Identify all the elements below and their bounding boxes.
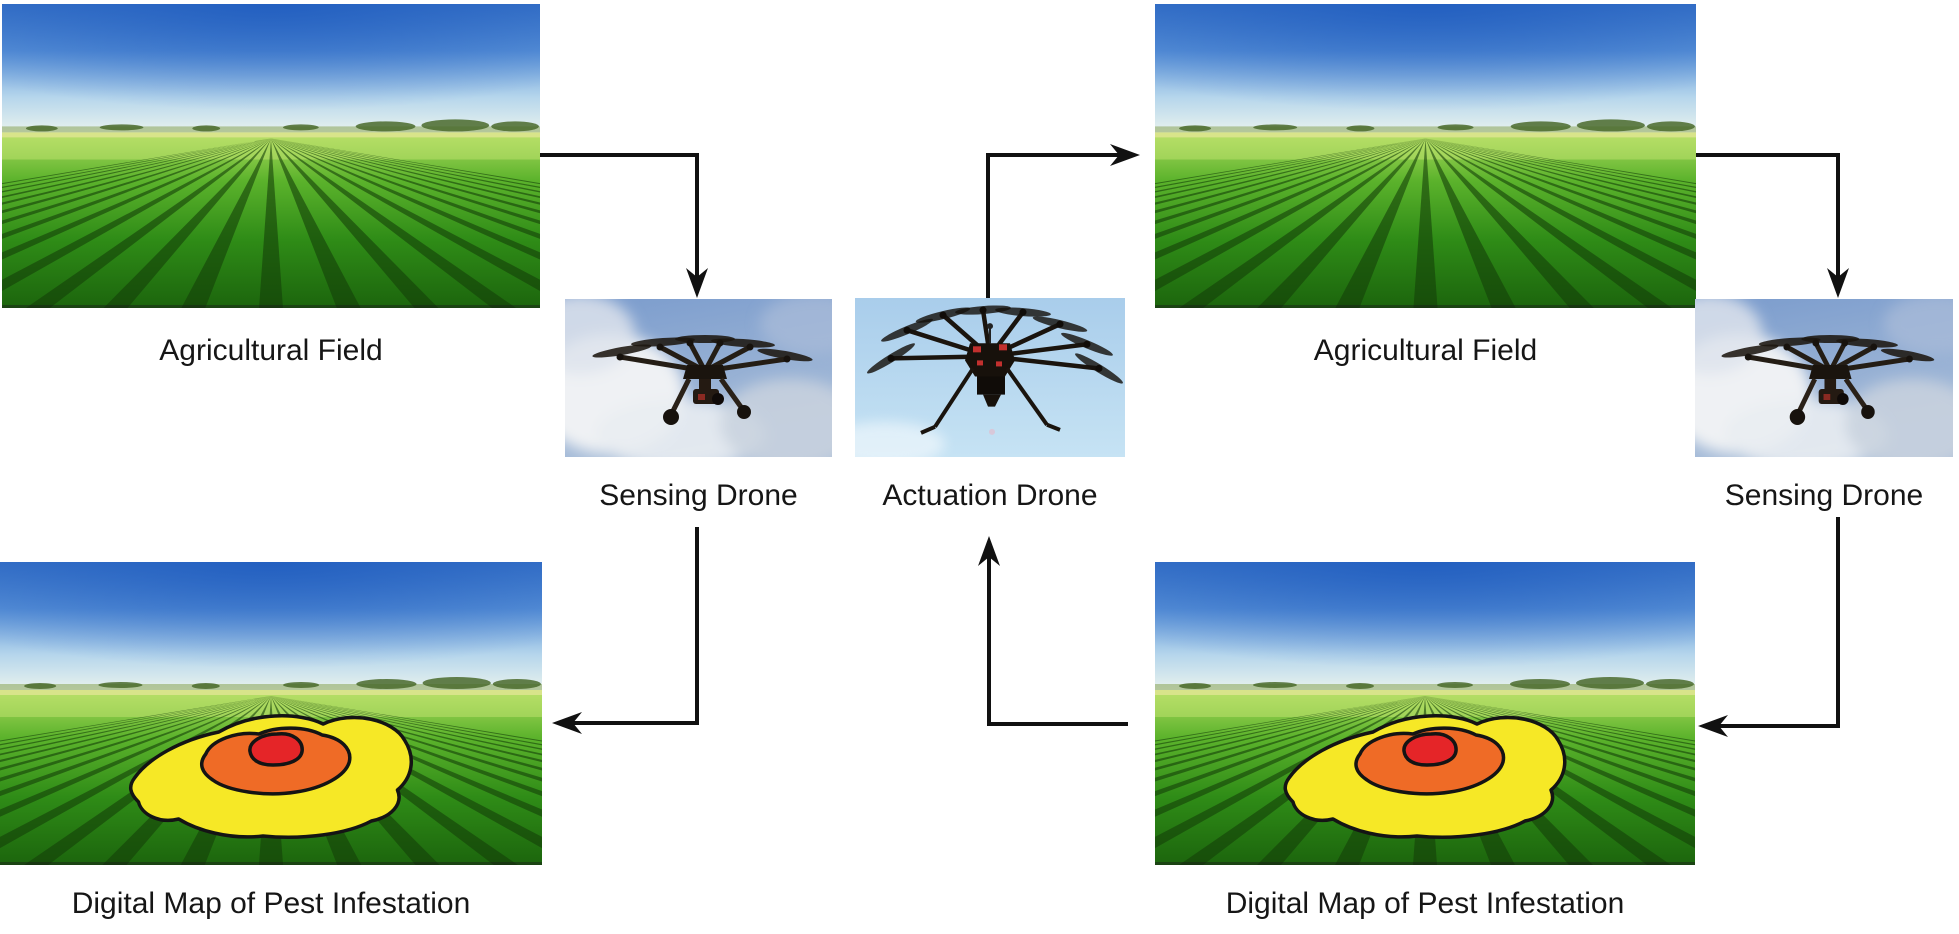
agricultural-field-right-label: Agricultural Field (1313, 334, 1538, 367)
pest-map-photo-right (1155, 562, 1695, 865)
pest-map-left-label: Digital Map of Pest Infestation (71, 887, 471, 920)
sensing-drone-photo-left (565, 299, 832, 457)
agricultural-field-photo-right (1155, 4, 1696, 308)
pest-map-right-label: Digital Map of Pest Infestation (1225, 887, 1625, 920)
sensing-drone-photo-right (1695, 299, 1953, 457)
sensing-drone-left-label: Sensing Drone (599, 479, 798, 512)
node-sensing-drone-left: Sensing Drone (565, 299, 832, 513)
node-agricultural-field-right: Agricultural Field (1155, 4, 1696, 368)
node-sensing-drone-right: Sensing Drone (1695, 299, 1953, 513)
arrow-field-right-to-sensing-right (1696, 153, 1849, 298)
pest-map-photo-left (0, 562, 542, 865)
arrow-sensing-left-to-map-left (552, 527, 699, 734)
sensing-drone-right-label: Sensing Drone (1724, 479, 1924, 512)
agricultural-field-left-label: Agricultural Field (159, 334, 383, 367)
node-pest-map-right: Digital Map of Pest Infestation (1155, 562, 1695, 921)
actuation-drone-label: Actuation Drone (882, 479, 1098, 512)
arrow-actuation-to-field-right (986, 144, 1140, 298)
node-pest-map-left: Digital Map of Pest Infestation (0, 562, 542, 921)
arrow-sensing-right-to-map-right (1698, 517, 1840, 737)
agricultural-field-photo-left (2, 4, 540, 308)
node-actuation-drone: Actuation Drone (855, 298, 1125, 513)
actuation-drone-photo (855, 298, 1125, 457)
arrow-map-right-to-actuation (978, 536, 1128, 726)
arrow-field-left-to-sensing-left (540, 153, 708, 298)
node-agricultural-field-left: Agricultural Field (2, 4, 540, 368)
